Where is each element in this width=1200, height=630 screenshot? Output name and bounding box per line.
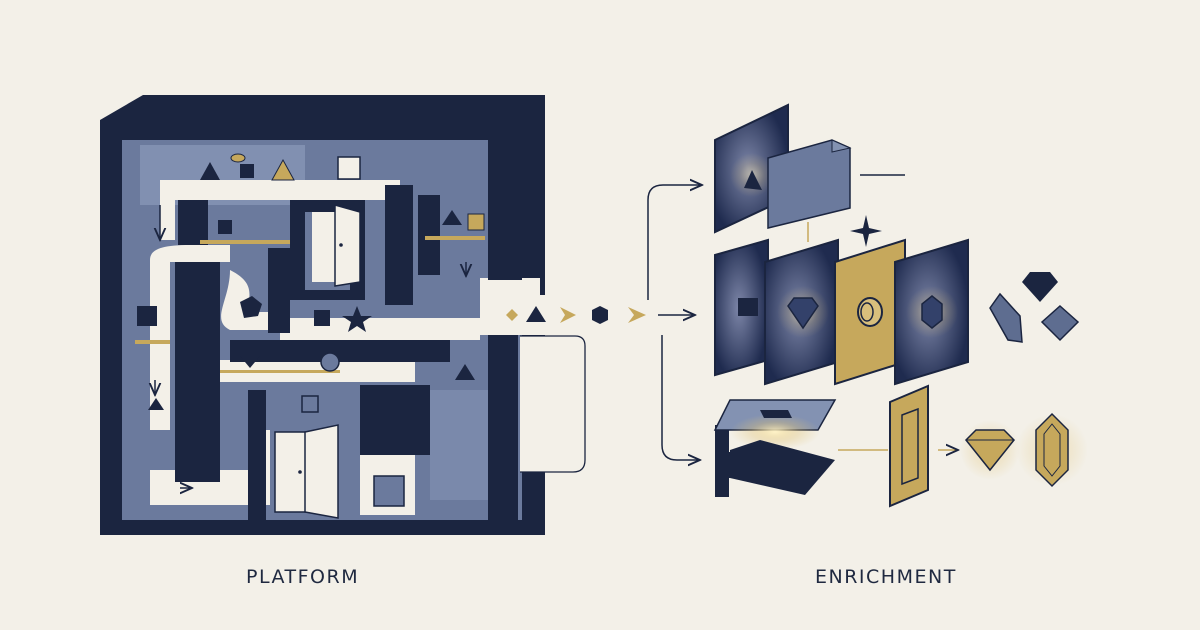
gold-ledge <box>135 340 170 344</box>
maze-corridor <box>280 318 480 340</box>
maze-wall <box>248 390 266 520</box>
cube-icon <box>337 156 361 180</box>
coin-icon <box>230 153 246 163</box>
maze-corridor <box>150 245 230 430</box>
flow-arrow-bottom <box>661 335 700 460</box>
cube-icon <box>314 310 330 326</box>
gold-frame-icon <box>889 384 929 508</box>
maze-wall <box>488 140 522 280</box>
gold-diamond-icon <box>960 420 1020 480</box>
cube-icon <box>467 213 485 231</box>
maze-wall <box>488 330 518 520</box>
flow-connectors <box>480 185 702 473</box>
square-card-icon <box>714 238 769 377</box>
cube-icon <box>218 220 232 234</box>
maze-wall <box>175 262 220 482</box>
diamond-icon <box>506 309 518 321</box>
triangle-icon <box>271 158 295 181</box>
platform-maze <box>100 95 545 535</box>
cube-icon <box>301 395 319 413</box>
triangle-icon <box>148 398 164 410</box>
maze-wall <box>418 195 440 275</box>
cube-icon <box>240 164 254 178</box>
glowing-platform-icon <box>713 385 837 510</box>
chevron-icon <box>560 307 576 323</box>
door-icon <box>274 424 339 519</box>
platform-label: PLATFORM <box>246 566 360 588</box>
triangle-icon <box>526 306 546 322</box>
gem-icon <box>989 292 1023 343</box>
cube-icon <box>373 475 405 507</box>
maze-wall <box>360 385 430 455</box>
enrichment-top-row <box>714 103 905 247</box>
circle-icon <box>320 352 340 372</box>
triangle-icon <box>455 364 475 380</box>
flow-arrow-top <box>647 185 702 300</box>
maze-wall <box>178 200 208 245</box>
gem-icon <box>1022 272 1058 302</box>
enrichment-middle-row <box>714 238 1080 386</box>
folder-card-icon <box>767 139 852 229</box>
enrichment-bottom-row <box>713 384 1088 510</box>
flow-channel-bottom <box>520 335 586 473</box>
triangle-icon <box>442 210 462 225</box>
maze-wall <box>385 185 413 305</box>
maze-wall <box>268 248 290 333</box>
hexagon-icon <box>240 296 262 318</box>
gold-ledge <box>425 236 485 240</box>
gold-gem-icon <box>1016 412 1088 488</box>
star-icon <box>342 306 372 332</box>
door-icon <box>312 204 361 287</box>
triangle-icon <box>240 356 260 368</box>
hexagon-icon <box>592 306 608 324</box>
gold-ledge <box>200 240 290 244</box>
enrichment-label: ENRICHMENT <box>815 566 957 588</box>
triangle-icon <box>200 162 220 180</box>
arrowhead-icon <box>628 307 646 323</box>
gem-card-icon <box>764 238 839 386</box>
diamond-icon <box>1040 304 1080 342</box>
maze-corridor <box>160 180 400 240</box>
hexagon-gem-card-icon <box>894 238 969 386</box>
sparkle-icon <box>850 215 882 247</box>
gold-ledge <box>220 370 340 373</box>
maze-wall <box>230 340 450 362</box>
cube-icon <box>137 306 157 326</box>
